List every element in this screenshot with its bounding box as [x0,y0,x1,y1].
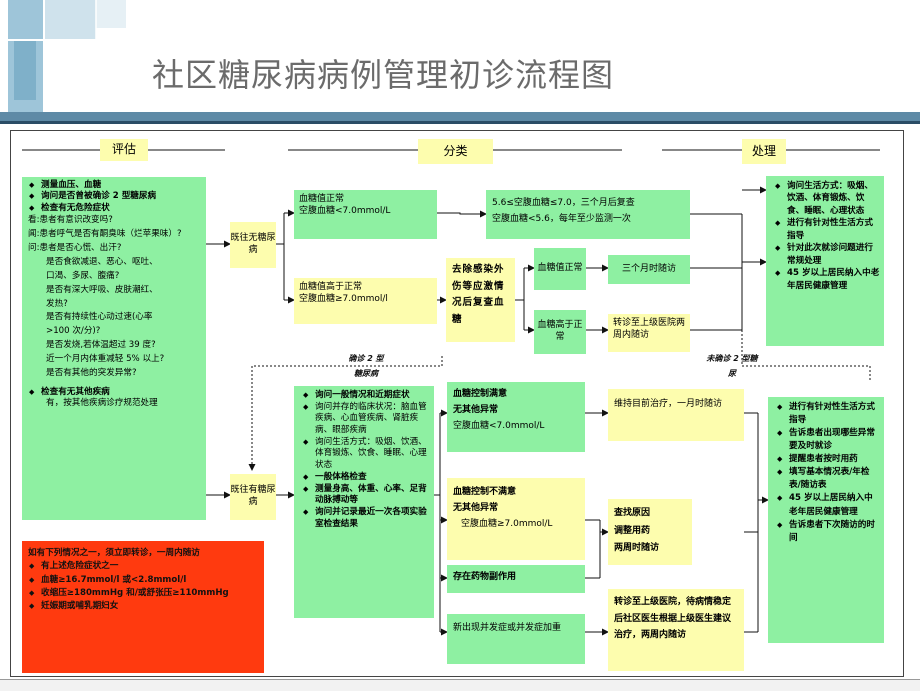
assessment-line: 有，按其他疾病诊疗规范处理 [46,398,158,409]
assessment-bullet: 询问是否曾被确诊 2 型糖尿病 [29,191,202,202]
footer-bar [0,679,920,691]
glucose-normal-value: 空腹血糖<7.0mmol/L [299,205,391,216]
assessment-line: 是否有持续性心动过速(心率 [46,312,153,323]
assessment-line: >100 次/分)? [46,326,101,337]
header-handle: 处理 [742,139,786,164]
glucose-high-box: 血糖值高于正常 空腹血糖≥7.0mmol/l [294,278,437,324]
inquiry-item: 询问并存的临床状况：脑血管疾病、心血管疾病、肾脏疾病、眼部疾病 [303,402,430,437]
complication-box: 新出现并发症或并发症加重 [447,614,585,664]
control-satisfactory-value: 空腹血糖<7.0mmol/L [453,420,545,431]
glucose-high-title: 血糖值高于正常 [299,282,363,292]
header-assess: 评估 [100,139,148,161]
handle-bottom-item: 提醒患者按时用药 [777,453,880,466]
assessment-line: 是否食欲减退、恶心、呕吐、 [46,256,158,267]
control-satisfactory-title: 血糖控制满意 [453,389,508,399]
corner-decoration [0,0,140,125]
glucose-high-value: 空腹血糖≥7.0mmol/l [299,293,388,304]
urgent-item: 有上述危险症状之一 [29,560,258,573]
handle-top-item: 45 岁以上居民纳入中老年居民健康管理 [775,267,880,292]
assessment-bullet: 测量血压、血糖 [29,180,202,191]
header-band [0,112,920,121]
assessment-line: 是否有其他的突发异常? [46,368,137,379]
handle-bottom-item: 45 岁以上居民纳入中老年居民健康管理 [777,492,880,518]
referral-2w-box: 转诊至上级医院两周内随访 [608,314,690,352]
recheck-line: 5.6≤空腹血糖≤7.0，三个月后复查 [492,198,635,208]
adjust-line: 查找原因 [614,508,651,518]
label-not-confirmed-t2dm: 未确诊 2 型糖尿 [706,354,758,379]
urgent-intro: 如有下列情况之一，须立即转诊，一周内随访 [28,548,200,558]
recheck-box: 5.6≤空腹血糖≤7.0，三个月后复查 空腹血糖<5.6，每年至少监测一次 [486,190,690,239]
control-satisfactory-sub: 无其他异常 [453,404,499,415]
assessment-bullet: 检查有无危险症状 [29,203,202,214]
recheck-normal-box: 血糖值正常 [534,248,586,290]
adverse-effect-box: 存在药物副作用 [447,565,585,593]
handle-top-item: 针对此次就诊问题进行常规处理 [775,242,880,267]
diagram-frame [10,130,904,677]
followup-3m-box: 三个月时随访 [608,255,690,284]
urgent-item: 血糖≥16.7mmol/l 或<2.8mmol/l [29,574,258,587]
inquiry-item: 询问一般情况和近期症状 [303,390,430,402]
glucose-normal-title: 血糖值正常 [299,194,345,204]
control-satisfactory-box: 血糖控制满意 无其他异常 空腹血糖<7.0mmol/L [447,382,585,452]
label-confirmed-t2dm: 确诊 2 型糖尿病 [348,354,384,379]
control-unsatisfactory-box: 血糖控制不满意 无其他异常 空腹血糖≥7.0mmol/L [447,478,585,560]
infection-recheck-box: 去除感染外伤等应激情况后复查血糖 [446,258,515,342]
handle-bottom-item: 告诉患者出现哪些异常要及时就诊 [777,427,880,453]
inquiry-item: 询问并记录最近一次各项实验室检查结果 [303,507,430,530]
assessment-line: 问:患者是否心慌、出汗? [28,242,122,253]
handle-top-box: 询问生活方式：吸烟、饮酒、体育锻炼、饮食、睡眠、心理状态 进行有针对性生活方式指… [766,176,884,346]
urgent-item: 妊娠期或哺乳期妇女 [29,600,258,613]
assessment-line: 是否有深大呼吸、皮肤潮红、 [46,284,158,295]
control-unsatisfactory-title: 血糖控制不满意 [453,487,517,497]
handle-bottom-item: 进行有针对性生活方式指导 [777,401,880,427]
handle-bottom-item: 告诉患者下次随访的时间 [777,519,880,545]
referral-stabilize-box: 转诊至上级医院，待病情稳定后社区医生根据上级医生建议治疗，两周内随访 [608,589,744,671]
header-classify: 分类 [418,139,493,164]
assessment-line: 闻:患者呼气是否有酮臭味（烂苹果味）? [28,228,182,239]
handle-top-item: 进行有针对性生活方式指导 [775,217,880,242]
control-unsatisfactory-sub: 无其他异常 [453,503,499,514]
assessment-bullet: 检查有无其他疾病 [29,387,202,398]
maintain-treatment-box: 维持目前治疗，一月时随访 [608,389,744,441]
assessment-line: 是否发烧,若体温超过 39 度? [46,340,156,351]
handle-bottom-box: 进行有针对性生活方式指导 告诉患者出现哪些异常要及时就诊 提醒患者按时用药 填写… [768,397,884,643]
inquiry-item: 一般体格检查 [303,472,430,484]
adjust-line: 调整用药 [614,525,651,536]
glucose-normal-box: 血糖值正常 空腹血糖<7.0mmol/L [294,190,437,239]
assessment-bullets: 测量血压、血糖 询问是否曾被确诊 2 型糖尿病 检查有无危险症状 [28,180,202,214]
page-title: 社区糖尿病病例管理初诊流程图 [152,56,615,94]
assessment-line: 发热? [46,298,68,309]
handle-top-item: 询问生活方式：吸烟、饮酒、体育锻炼、饮食、睡眠、心理状态 [775,180,880,217]
assessment-box: 测量血压、血糖 询问是否曾被确诊 2 型糖尿病 检查有无危险症状 看:患者有意识… [22,177,206,520]
assessment-line: 口渴、多尿、腹痛? [46,270,120,281]
adjust-treatment-box: 查找原因 调整用药 两周时随访 [608,499,692,565]
handle-bottom-item: 填写基本情况表/年检表/随访表 [777,466,880,492]
inquiry-item: 测量身高、体重、心率、足背动脉搏动等 [303,484,430,507]
diagnosed-inquiry-box: 询问一般情况和近期症状 询问并存的临床状况：脑血管疾病、心血管疾病、肾脏疾病、眼… [294,386,434,618]
urgent-referral-box: 如有下列情况之一，须立即转诊，一周内随访 有上述危险症状之一 血糖≥16.7mm… [22,541,264,673]
adjust-line: 两周时随访 [614,543,660,554]
has-diabetes-box: 既往有糖尿病 [230,474,276,520]
recheck-line: 空腹血糖<5.6，每年至少监测一次 [492,214,631,225]
control-unsatisfactory-value: 空腹血糖≥7.0mmol/L [461,519,553,530]
assessment-line: 看:患者有意识改变吗? [28,215,113,226]
no-diabetes-box: 既往无糖尿病 [230,222,276,268]
inquiry-item: 询问生活方式：吸烟、饮酒、体育锻炼、饮食、睡眠、心理状态 [303,437,430,472]
assessment-line: 近一个月内体重减轻 5% 以上? [46,354,165,365]
header-rule [0,121,920,124]
recheck-high-box: 血糖高于正常 [534,310,586,354]
urgent-item: 收缩压≥180mmHg 和/或舒张压≥110mmHg [29,587,258,600]
